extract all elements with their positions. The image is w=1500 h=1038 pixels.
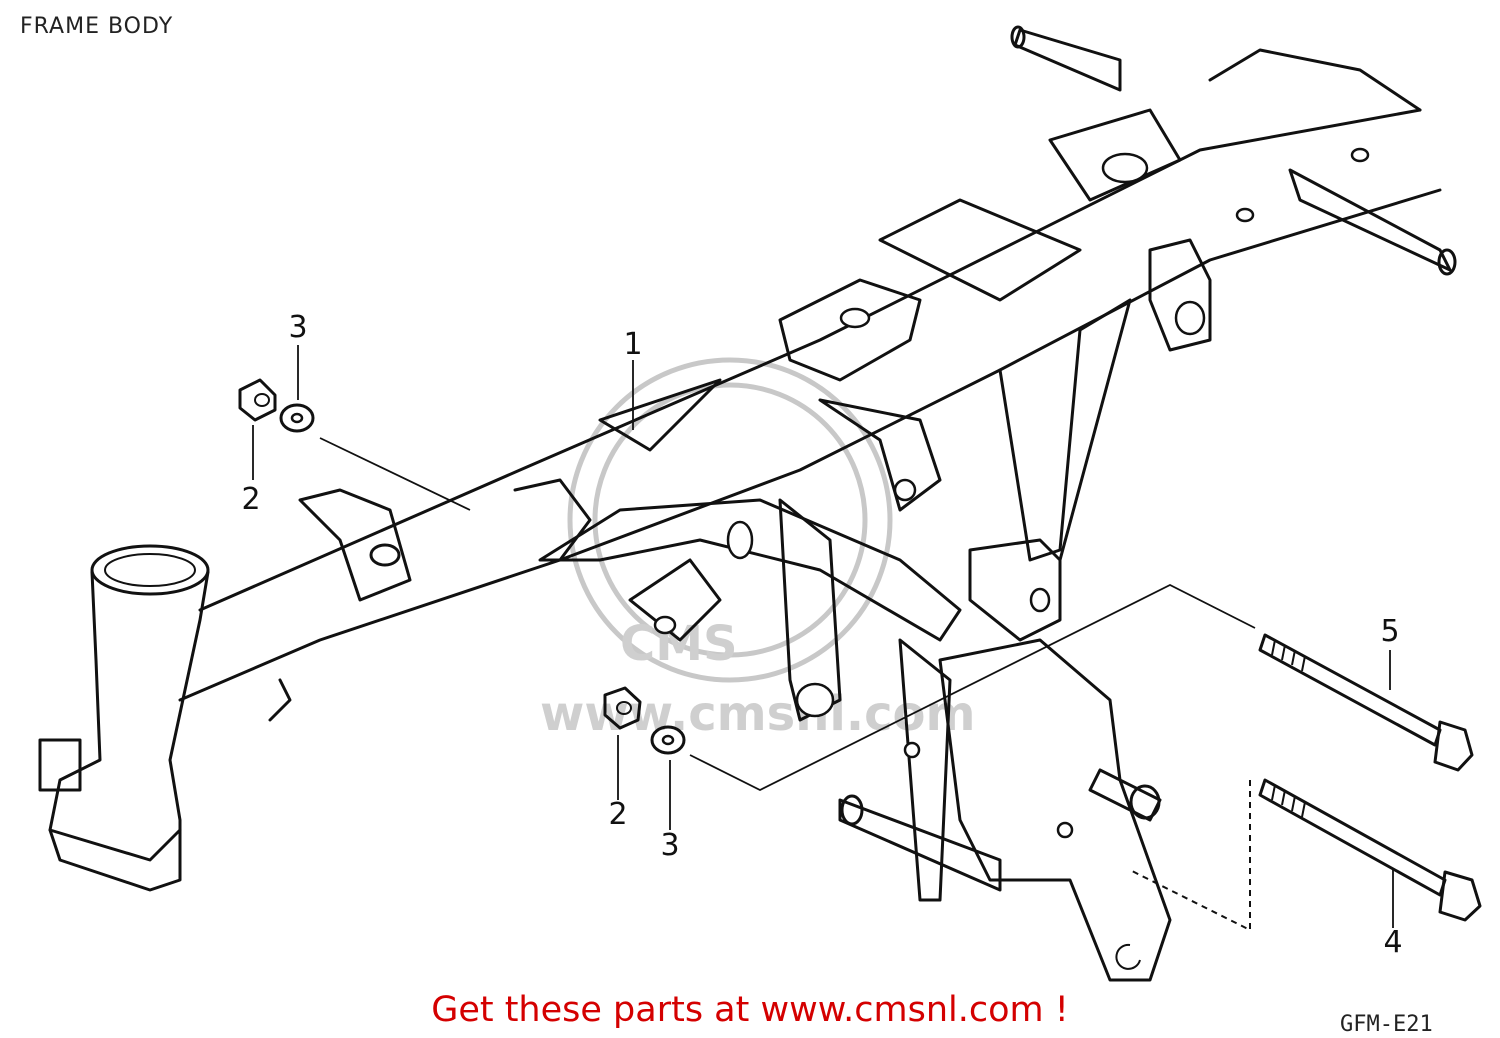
steering-head-tube — [38, 544, 210, 892]
callout-3-upper: 3 — [288, 310, 308, 345]
parts-link[interactable]: Get these parts at www.cmsnl.com ! — [431, 990, 1069, 1030]
callout-4: 4 — [1383, 925, 1403, 960]
part-4-bolt — [1258, 778, 1482, 922]
part-3-washer-lower — [650, 725, 686, 755]
right-shaft — [1288, 168, 1457, 276]
top-bracket — [778, 48, 1422, 382]
watermark: CMS www.cmsnl.com — [540, 357, 976, 742]
part-2-nut-upper — [238, 378, 277, 422]
top-shaft — [1010, 25, 1122, 92]
callout-3-lower: 3 — [660, 828, 680, 863]
leader-lines — [252, 345, 1394, 932]
callout-2-lower: 2 — [608, 797, 628, 832]
page-title: FRAME BODY — [20, 14, 174, 39]
part-2-nut-lower — [603, 686, 642, 730]
callout-1: 1 — [623, 327, 643, 362]
part-5-bolt — [1258, 633, 1474, 772]
side-block — [968, 538, 1062, 642]
main-tube — [178, 108, 1442, 722]
watermark-brand: CMS — [620, 616, 738, 672]
vertical-struts — [998, 298, 1132, 562]
callout-5: 5 — [1380, 614, 1400, 649]
rear-swing-bracket — [838, 638, 1172, 982]
center-crossmember — [538, 398, 962, 722]
callout-2-upper: 2 — [241, 482, 261, 517]
part-3-washer-upper — [279, 403, 315, 433]
diagram-code: GFM-E21 — [1340, 1012, 1433, 1037]
